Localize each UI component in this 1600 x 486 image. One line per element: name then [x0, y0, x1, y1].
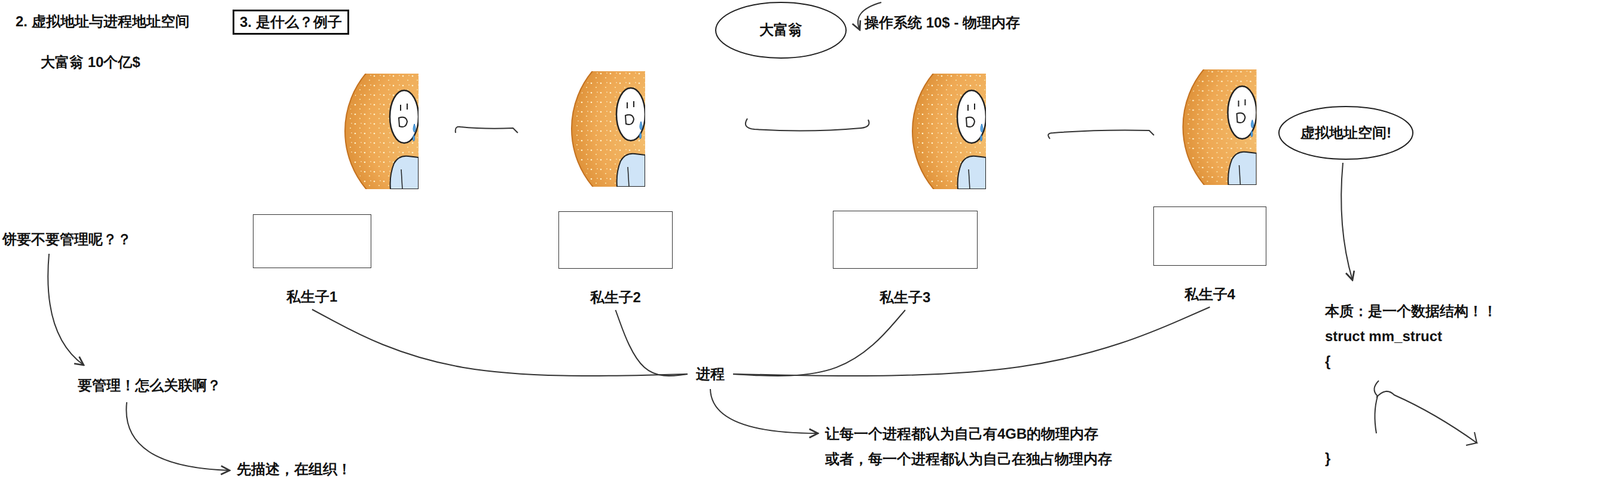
child-box: 私生子4	[1153, 206, 1267, 304]
note-text: 让每一个进程都认为自己有4GB的物理内存	[825, 425, 1099, 443]
ellipse-shape	[715, 2, 847, 58]
connector-line	[615, 309, 689, 376]
hand-arrows	[47, 2, 1477, 470]
process-label: 进程	[692, 363, 729, 384]
node-text: 3. 是什么？例子	[239, 13, 343, 32]
circled-label: 大富翁	[714, 1, 848, 60]
note-text: 先描述，在组织！	[236, 460, 352, 478]
leader-arrow	[1341, 162, 1353, 280]
node-text: 虚拟地址空间!	[1300, 124, 1392, 142]
cake-figure	[344, 41, 525, 221]
note-text: 或者，每一个进程都认为自己在独占物理内存	[825, 450, 1113, 468]
heading-box: 3. 是什么？例子	[232, 9, 350, 35]
connector-line	[312, 309, 688, 376]
double-arrow	[455, 126, 518, 133]
node-text: 私生子1	[286, 288, 338, 306]
node-text: 私生子3	[879, 288, 931, 307]
child-box: 私生子1	[252, 214, 372, 306]
empty-box	[558, 211, 673, 269]
note-text: 饼要不要管理呢？？	[2, 230, 132, 249]
empty-box	[252, 214, 372, 268]
note-text: 大富翁 10个亿$	[40, 53, 141, 72]
node-text: 私生子2	[590, 288, 641, 307]
node-text: 进程	[695, 365, 725, 383]
note-text: 本质：是一个数据结构！！	[1324, 302, 1498, 320]
cake-figure	[571, 38, 751, 219]
empty-box	[1153, 206, 1267, 266]
connector-line	[733, 306, 1211, 376]
node-text: 私生子4	[1184, 285, 1236, 304]
child-box: 私生子2	[558, 211, 673, 307]
note-text: {	[1324, 352, 1331, 371]
bracket-curve	[745, 118, 870, 131]
section-title: 2. 虚拟地址与进程地址空间	[15, 13, 190, 31]
double-arrow	[1048, 130, 1154, 140]
child-box: 私生子3	[832, 210, 978, 307]
leader-arrow	[47, 253, 84, 365]
empty-box	[832, 210, 978, 269]
note-text: 操作系统 10$ - 物理内存	[864, 14, 1021, 32]
note-text: 要管理！怎么关联啊？	[77, 376, 222, 395]
circled-label: 虚拟地址空间!	[1277, 105, 1415, 161]
scribble	[1373, 380, 1477, 445]
note-text: }	[1324, 449, 1331, 467]
leader-arrow	[126, 401, 230, 470]
leader-arrow	[710, 388, 818, 433]
node-text: 大富翁	[759, 21, 803, 39]
note-text: struct mm_struct	[1324, 327, 1443, 345]
ellipse-shape	[1278, 106, 1413, 160]
cake-figure	[912, 41, 1092, 221]
connector-line	[733, 309, 906, 376]
